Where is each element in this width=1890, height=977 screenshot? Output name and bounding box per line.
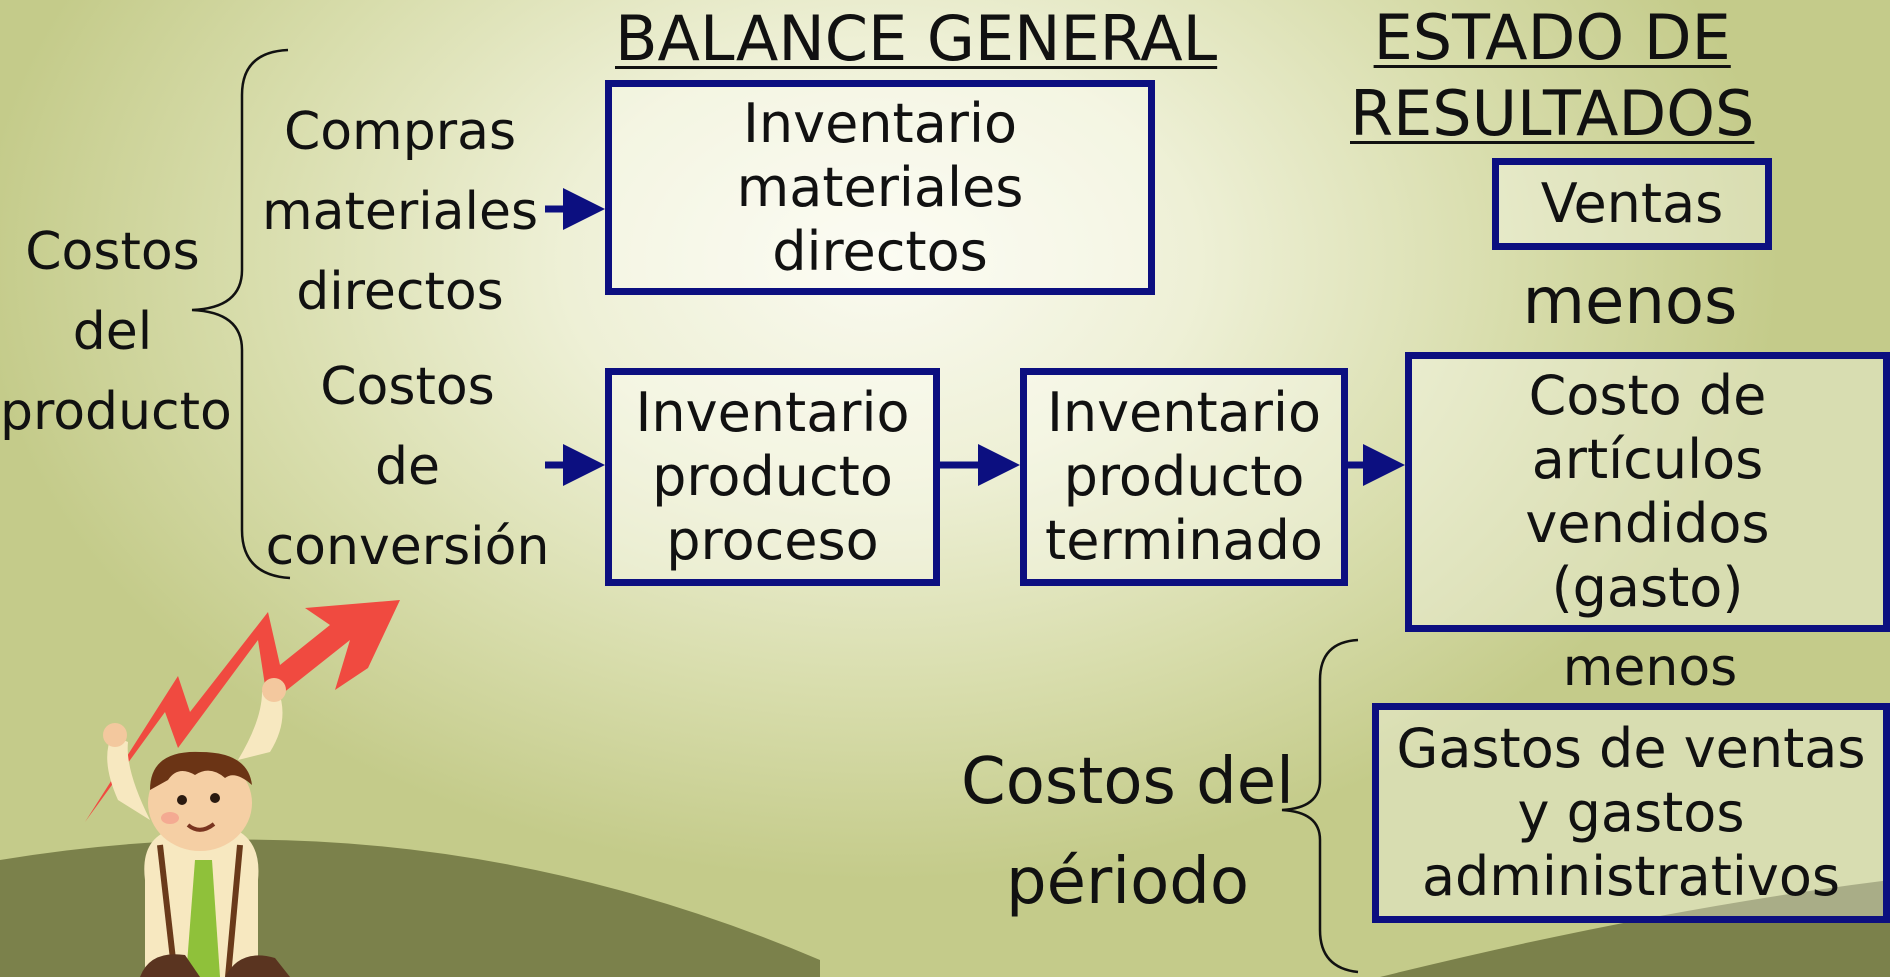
finished-goods-inventory-box: Inventario producto terminado xyxy=(1020,368,1348,586)
finished-goods-inventory-text: Inventario producto terminado xyxy=(1045,381,1323,572)
selling-admin-expenses-box: Gastos de ventas y gastos administrativo… xyxy=(1372,703,1890,923)
less-connector-1: menos xyxy=(1522,265,1738,339)
cost-of-goods-sold-text: Costo de artículos vendidos (gasto) xyxy=(1525,364,1770,619)
cartoon-man-icon xyxy=(103,678,290,977)
sales-box: Ventas xyxy=(1492,158,1772,250)
raw-materials-inventory-text: Inventario materiales directos xyxy=(736,91,1024,283)
less-connector-2: menos xyxy=(1562,638,1738,698)
balance-sheet-heading: BALANCE GENERAL xyxy=(615,2,1218,75)
raw-materials-inventory-box: Inventario materiales directos xyxy=(605,80,1155,295)
period-costs-brace xyxy=(1281,638,1359,974)
selling-admin-expenses-text: Gastos de ventas y gastos administrativo… xyxy=(1396,717,1866,908)
growth-arrow-icon xyxy=(85,600,400,822)
hill-right xyxy=(1380,880,1890,977)
income-statement-heading: ESTADO DE RESULTADOS xyxy=(1350,1,1755,150)
conversion-costs-label: Costos de conversión xyxy=(265,357,550,577)
sales-text: Ventas xyxy=(1540,172,1724,235)
cost-of-goods-sold-box: Costo de artículos vendidos (gasto) xyxy=(1405,352,1890,632)
product-costs-label: Costos del producto xyxy=(0,222,232,442)
direct-materials-purchases-label: Compras materiales directos xyxy=(261,102,539,322)
product-costs-brace xyxy=(191,48,291,580)
work-in-process-inventory-text: Inventario producto proceso xyxy=(635,381,910,572)
period-costs-label: Costos del périodo xyxy=(961,745,1294,919)
work-in-process-inventory-box: Inventario producto proceso xyxy=(605,368,940,586)
